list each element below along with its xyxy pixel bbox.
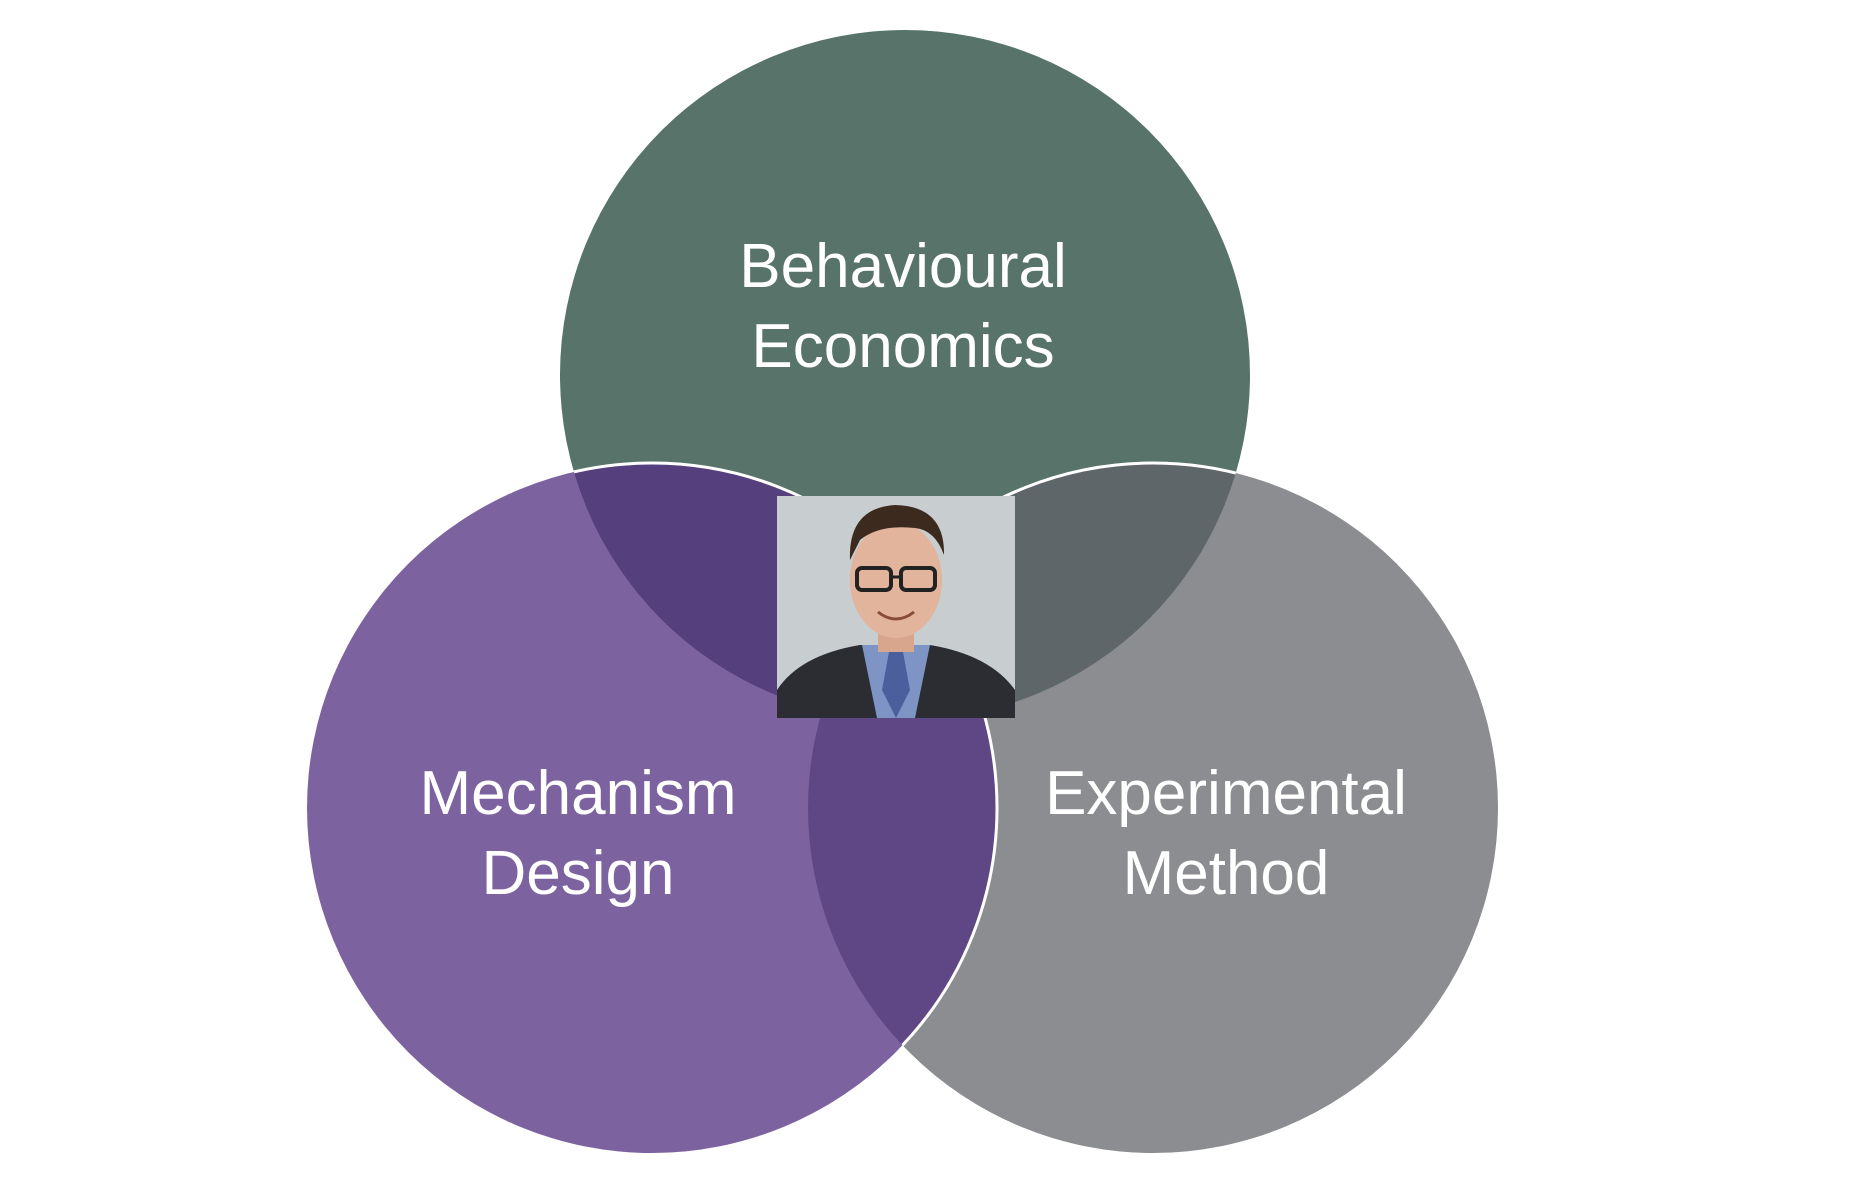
tie (882, 652, 910, 718)
label-behavioural: Behavioural (739, 232, 1066, 301)
label-design: Design (482, 839, 675, 908)
label-experimental: Experimental (1045, 759, 1407, 828)
center-photo (777, 496, 1015, 718)
label-method: Method (1123, 839, 1330, 908)
label-mechanism: Mechanism (420, 759, 737, 828)
face (850, 522, 942, 638)
hair (849, 505, 945, 560)
label-economics: Economics (751, 312, 1054, 381)
